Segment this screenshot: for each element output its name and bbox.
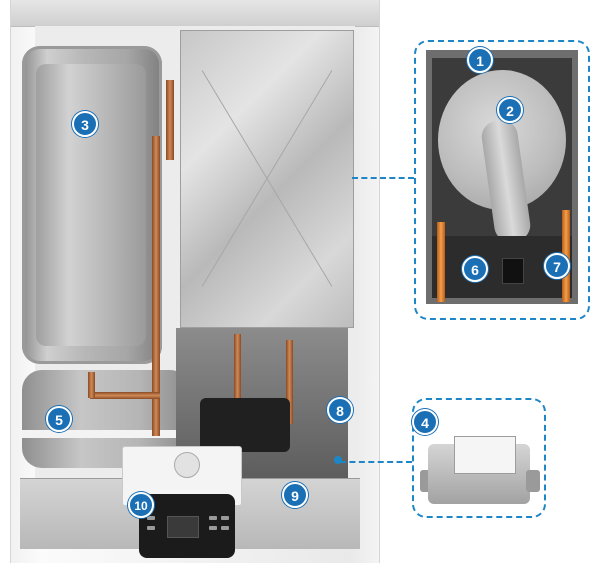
badge-1: 1 [467, 47, 493, 73]
copper-pipe-mech-1 [234, 334, 241, 400]
leader-dot [334, 456, 342, 464]
control-button [209, 516, 217, 520]
tank-band [22, 430, 190, 438]
control-button [221, 516, 229, 520]
expansion-vessel-face [36, 64, 146, 346]
copper-pipe-vertical-2 [166, 80, 174, 160]
gas-valve-label [454, 436, 516, 474]
control-button [147, 526, 155, 530]
casing-top [11, 0, 379, 27]
badge-8: 8 [327, 397, 353, 423]
copper-pipe-vertical-3 [88, 372, 95, 398]
callout-detail-box [414, 40, 590, 320]
badge-5: 5 [46, 406, 72, 432]
badge-2: 2 [497, 97, 523, 123]
control-button [221, 526, 229, 530]
copper-pipe-vertical-1 [152, 136, 160, 436]
leader-line-valve [340, 461, 412, 463]
detail-component [502, 258, 524, 284]
leader-line-detail [352, 177, 414, 179]
badge-7: 7 [544, 253, 570, 279]
expansion-vessel [22, 46, 162, 364]
control-display [167, 516, 199, 538]
circulation-pump [200, 398, 290, 452]
badge-9: 9 [282, 482, 308, 508]
copper-pipe-horizontal-1 [90, 392, 160, 399]
combustion-chamber-cover [180, 30, 354, 328]
control-button [147, 516, 155, 520]
copper-pipe-mech-2 [286, 340, 293, 424]
badge-10: 10 [128, 492, 154, 518]
callout-valve-box [412, 398, 546, 518]
control-button [209, 526, 217, 530]
valve-side-right [526, 470, 540, 492]
badge-6: 6 [462, 256, 488, 282]
badge-3: 3 [72, 111, 98, 137]
badge-4: 4 [412, 409, 438, 435]
control-knob [174, 452, 200, 478]
detail-pipe-left [437, 222, 445, 302]
